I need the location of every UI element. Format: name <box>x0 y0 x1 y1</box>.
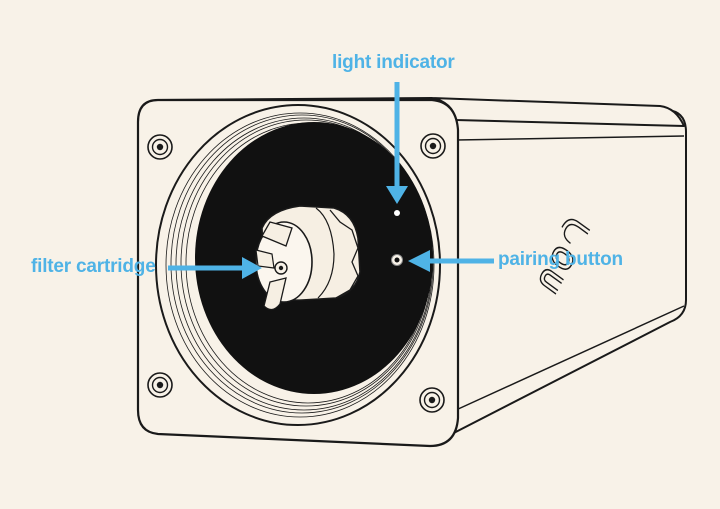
label-pairing-button: pairing button <box>498 249 623 270</box>
side-edge-line-bottom <box>455 305 685 411</box>
filter-cartridge-shape <box>255 205 361 311</box>
arrow-pairing-button <box>408 250 494 272</box>
screw-bottom-left <box>147 372 173 398</box>
screw-top-right <box>420 133 446 159</box>
arrow-light-indicator <box>386 82 408 204</box>
screw-top-left <box>147 134 173 160</box>
label-light-indicator: light indicator <box>332 52 455 73</box>
arrow-filter-cartridge <box>168 257 262 279</box>
brand-mark-logo <box>539 218 591 295</box>
screw-bottom-right <box>419 387 445 413</box>
label-filter-cartridge: filter cartridge <box>31 256 156 277</box>
device-side-panel <box>431 102 687 439</box>
pairing-button-shape <box>391 254 403 266</box>
side-edge-line-top <box>455 135 685 141</box>
light-indicator-dot <box>394 210 400 216</box>
